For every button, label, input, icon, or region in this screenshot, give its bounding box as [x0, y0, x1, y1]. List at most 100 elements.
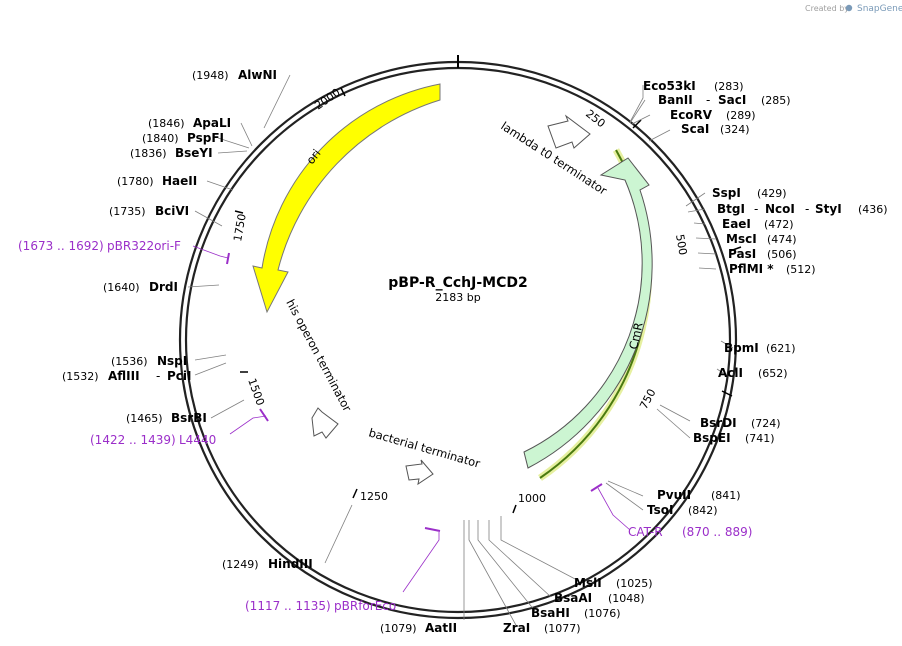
cmr-label: CmR [626, 321, 645, 351]
enzyme-tsoi[interactable]: TsoI (842) [647, 503, 718, 517]
bacterial-terminator-arrow[interactable] [405, 459, 434, 486]
primer-pbr322ori-f[interactable]: (1673 .. 1692) pBR322ori-F [18, 239, 181, 253]
enzyme-position: (1532) [62, 370, 99, 383]
enzyme-separator: - [706, 93, 710, 107]
enzyme-eco53ki[interactable]: Eco53kI (283) [643, 79, 744, 93]
primer-range: (870 .. 889) [682, 525, 752, 539]
enzyme-pspfi[interactable]: (1840) PspFI [142, 131, 224, 145]
enzyme-apali[interactable]: (1846) ApaLI [148, 116, 231, 130]
snapgene-logo-text: SnapGene [857, 4, 902, 14]
enzyme-nspi[interactable]: (1536) NspI [111, 354, 187, 368]
enzyme-name: PflMI * [729, 262, 774, 276]
enzyme-pvuii[interactable]: PvuII (841) [657, 488, 741, 502]
enzyme-drdi[interactable]: (1640) DrdI [103, 280, 178, 294]
enzyme-position: (1048) [608, 592, 645, 605]
enzyme-position: (1536) [111, 355, 148, 368]
enzyme-bsrbi[interactable]: (1465) BsrBI [126, 411, 207, 425]
enzyme-btgi-ncoi-styi[interactable]: BtgI - NcoI - StyI (436) [717, 202, 888, 216]
enzyme-name: ZraI [503, 621, 530, 635]
enzyme-msci[interactable]: MscI (474) [726, 232, 797, 246]
ori-feature-arrow[interactable] [252, 83, 441, 314]
enzyme-msli[interactable]: MslI (1025) [574, 576, 653, 590]
enzyme-name: AclI [718, 366, 743, 380]
enzyme-name-3: StyI [815, 202, 842, 216]
enzyme-position: (1076) [584, 607, 621, 620]
primer-name: pBR322ori-F [107, 239, 181, 253]
enzyme-name: BanII [658, 93, 693, 107]
enzyme-name: BsrDI [700, 416, 737, 430]
credit-label: Created by [805, 4, 849, 13]
enzyme-zrai[interactable]: ZraI (1077) [503, 621, 581, 635]
enzyme-eaei[interactable]: EaeI (472) [722, 217, 794, 231]
enzyme-name: NspI [157, 354, 187, 368]
enzyme-name: Eco53kI [643, 79, 696, 93]
enzyme-position: (1465) [126, 412, 163, 425]
enzyme-ecorv[interactable]: EcoRV (289) [670, 108, 756, 122]
lambda-terminator-arrow[interactable] [547, 114, 591, 149]
primer-pbrforeco[interactable]: (1117 .. 1135) pBRforEco [245, 599, 396, 613]
enzyme-hindiii[interactable]: (1249) HindIII [222, 557, 313, 571]
plasmid-backbone [178, 55, 738, 620]
snapgene-logo-icon [845, 4, 853, 12]
enzyme-separator: - [156, 369, 160, 383]
enzyme-acli[interactable]: AclI (652) [718, 366, 788, 380]
enzyme-name: MscI [726, 232, 757, 246]
primer-l4440[interactable]: (1422 .. 1439) L4440 [90, 433, 216, 447]
enzyme-position: (512) [786, 263, 816, 276]
primer-range: (1117 .. 1135) [245, 599, 331, 613]
enzyme-name: BsaHI [531, 606, 570, 620]
enzyme-position: (474) [767, 233, 797, 246]
enzyme-position: (741) [745, 432, 775, 445]
primer-cat-r[interactable]: CAT-R (870 .. 889) [628, 525, 752, 539]
enzyme-sspi[interactable]: SspI (429) [712, 186, 787, 200]
enzyme-scai[interactable]: ScaI (324) [681, 122, 750, 136]
enzyme-bpmi[interactable]: BpmI (621) [724, 341, 796, 355]
his-terminator-arrow[interactable] [311, 407, 339, 439]
tick-label-500: 500 [673, 233, 689, 256]
enzyme-banii-saci[interactable]: BanII - SacI (285) [658, 93, 791, 107]
enzyme-pasi[interactable]: PasI (506) [728, 247, 797, 261]
enzyme-name: BsaAI [554, 591, 592, 605]
enzyme-bcivi[interactable]: (1735) BciVI [109, 204, 189, 218]
enzyme-name: BtgI [717, 202, 745, 216]
plasmid-length: 2183 bp [435, 291, 480, 304]
his-terminator-label: his operon terminator [283, 297, 354, 414]
enzyme-position: (1840) [142, 132, 179, 145]
enzyme-name: BciVI [155, 204, 189, 218]
enzyme-name: ScaI [681, 122, 709, 136]
enzyme-separator: - [754, 202, 758, 216]
enzyme-name: EaeI [722, 217, 751, 231]
enzyme-leader-lines-bottom [324, 504, 578, 628]
enzyme-name: MslI [574, 576, 602, 590]
enzyme-name: BpmI [724, 341, 759, 355]
enzyme-position: (285) [761, 94, 791, 107]
enzyme-name: TsoI [647, 503, 673, 517]
enzyme-name: AlwNI [238, 68, 277, 82]
enzyme-position: (841) [711, 489, 741, 502]
cmr-feature-arrow[interactable] [523, 157, 653, 469]
enzyme-bsahi[interactable]: BsaHI (1076) [531, 606, 621, 620]
enzyme-bseyi[interactable]: (1836) BseYI [130, 146, 213, 160]
enzyme-aatii[interactable]: (1079) AatII [380, 621, 457, 635]
enzyme-separator-2: - [805, 202, 809, 216]
tick-label-1500: 1500 [245, 377, 267, 408]
enzyme-position: (1780) [117, 175, 154, 188]
tick-label-1750: 1750 [231, 213, 249, 243]
enzyme-pflmi[interactable]: PflMI * (512) [729, 262, 816, 276]
enzyme-haeii[interactable]: (1780) HaeII [117, 174, 197, 188]
enzyme-name: AatII [425, 621, 457, 635]
enzyme-name: BsrBI [171, 411, 207, 425]
enzyme-position: (1025) [616, 577, 653, 590]
enzyme-bsaai[interactable]: BsaAI (1048) [554, 591, 645, 605]
enzyme-position: (324) [720, 123, 750, 136]
enzyme-bsrdi[interactable]: BsrDI (724) [700, 416, 781, 430]
enzyme-alwni[interactable]: (1948) AlwNI [192, 68, 277, 82]
enzyme-bspei[interactable]: BspEI (741) [693, 431, 775, 445]
enzyme-position: (724) [751, 417, 781, 430]
primer-name: CAT-R [628, 525, 663, 539]
enzyme-afliii-pcii[interactable]: (1532) AflIII - PciI [62, 369, 192, 383]
enzyme-position: (1836) [130, 147, 167, 160]
enzyme-position: (289) [726, 109, 756, 122]
enzyme-position: (429) [757, 187, 787, 200]
enzyme-position: (652) [758, 367, 788, 380]
